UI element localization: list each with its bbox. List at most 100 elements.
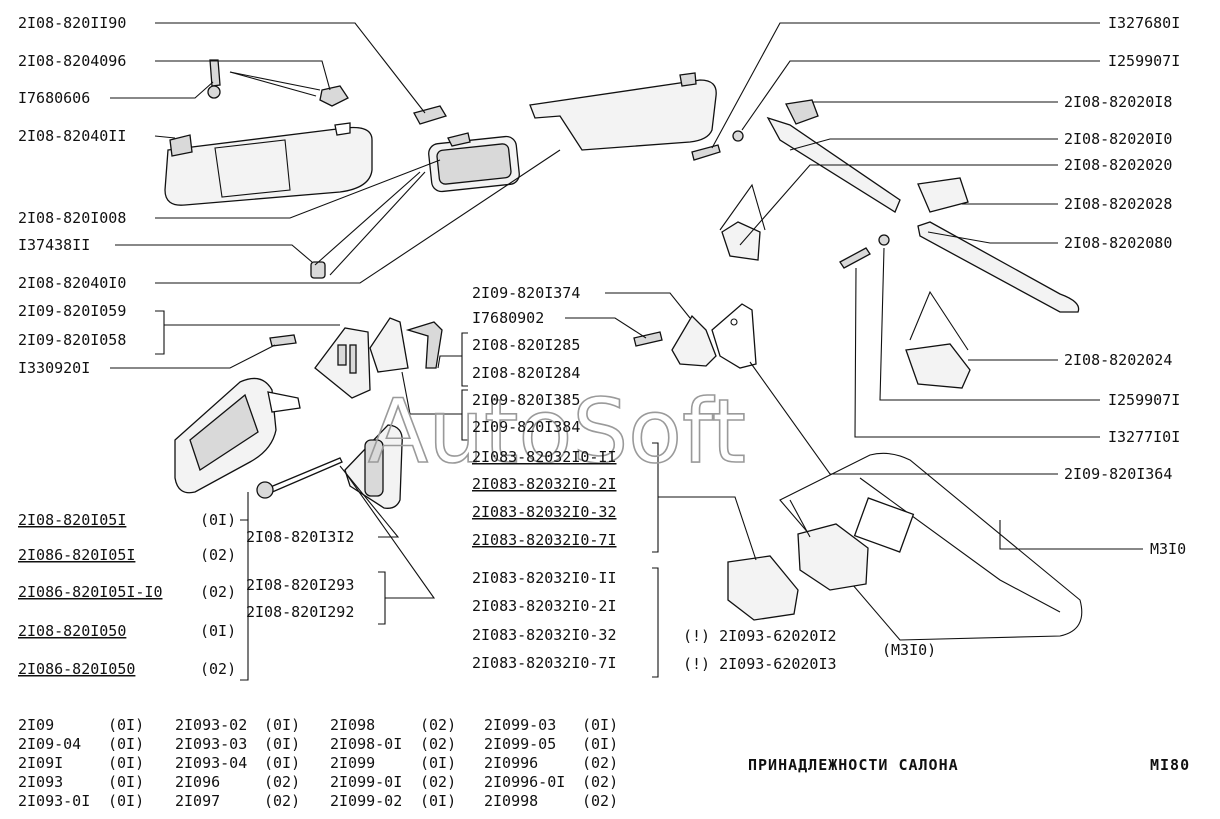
model-code: 2I099-05 [484, 735, 556, 753]
center-labels: 2I09-820I374 I7680902 2I08-820I285 2I08-… [246, 284, 580, 621]
mirror-variants: 2I08-820I05I (0I) 2I086-820I05I (02) 2I0… [18, 511, 236, 678]
handle-clip-left [721, 221, 761, 261]
handle-code: 2I083-82032I0-II [472, 569, 617, 587]
model-qty: (02) [582, 792, 618, 810]
model-code: 2I09 [18, 716, 54, 734]
label: 2I08-8202024 [1064, 351, 1172, 369]
model-qty: (0I) [582, 735, 618, 753]
sun-visor-right [529, 72, 717, 151]
interior-lamp-housing [797, 523, 869, 591]
model-code: 2I09I [18, 754, 63, 772]
adjust-rod [256, 457, 343, 499]
variant-qty: (0I) [200, 622, 236, 640]
mirror-screw [269, 334, 297, 347]
handle-code: 2I083-82032I0-32 [472, 626, 617, 644]
lamp-notes: (!) 2I093-62020I2 (!) 2I093-62020I3 (M3I… [683, 627, 936, 673]
roof-panel [779, 452, 1083, 641]
model-code: 2I093-03 [175, 735, 247, 753]
outer-mirror [174, 377, 301, 494]
handle-code: 2I083-82032I0-7I [472, 531, 617, 549]
model-code: 2I099-03 [484, 716, 556, 734]
mirror-adjust-lever [405, 321, 443, 369]
bolt-mid [839, 247, 871, 269]
applicability-table: 2I09 (0I) 2I09-04 (0I) 2I09I (0I) 2I093 … [18, 716, 618, 810]
model-code: 2I099-0I [330, 773, 402, 791]
cover-screw [633, 331, 663, 347]
model-qty: (02) [264, 773, 300, 791]
variant-code: 2I086-820I05I [18, 546, 135, 564]
variant-code: 2I08-820I050 [18, 622, 126, 640]
interior-lamp [727, 555, 799, 621]
label: M3I0 [1150, 540, 1186, 558]
model-qty: (02) [420, 773, 456, 791]
mirror-pin [310, 261, 326, 279]
label: 2I08-82020I0 [1064, 130, 1172, 148]
model-qty: (0I) [420, 792, 456, 810]
label: 2I08-8202028 [1064, 195, 1172, 213]
watermark: AutoSoft [368, 380, 746, 483]
left-labels: 2I08-820II90 2I08-8204096 I7680606 2I08-… [18, 14, 126, 377]
grab-handle-lower [917, 221, 1080, 313]
model-code: 2I0996 [484, 754, 538, 772]
page-code: MI80 [1150, 756, 1190, 774]
label: I7680902 [472, 309, 544, 327]
label: 2I08-8202080 [1064, 234, 1172, 252]
handle-cap-right [917, 177, 969, 213]
label: I37438II [18, 236, 90, 254]
handle-code: 2I083-82032I0-II [472, 448, 617, 466]
handle-code: 2I083-82032I0-2I [472, 597, 617, 615]
model-code: 2I099-02 [330, 792, 402, 810]
model-code: 2I093-04 [175, 754, 247, 772]
label: 2I08-82040I0 [18, 274, 126, 292]
label: 2I09-820I385 [472, 391, 580, 409]
label: 2I09-820I384 [472, 418, 580, 436]
visor-screw-left [207, 59, 221, 99]
handle-cover [344, 424, 403, 509]
label: I7680606 [18, 89, 90, 107]
washer-top [732, 130, 744, 142]
label: 2I08-8202020 [1064, 156, 1172, 174]
model-qty: (0I) [108, 716, 144, 734]
label: 2I09-820I059 [18, 302, 126, 320]
model-code: 2I098 [330, 716, 375, 734]
model-qty: (02) [420, 735, 456, 753]
label: 2I08-820I293 [246, 576, 354, 594]
leader-lines [110, 22, 1143, 681]
variant-code: 2I086-820I05I-I0 [18, 583, 163, 601]
label: 2I08-820I008 [18, 209, 126, 227]
model-qty: (02) [420, 716, 456, 734]
label: 2I09-820I364 [1064, 465, 1172, 483]
bolt-top [691, 144, 721, 161]
label: 2I08-82040II [18, 127, 126, 145]
model-code: 2I0996-0I [484, 773, 565, 791]
handle-cap-top [785, 99, 819, 125]
variant-code: 2I086-820I050 [18, 660, 135, 678]
model-qty: (0I) [420, 754, 456, 772]
model-qty: (0I) [264, 716, 300, 734]
label: 2I08-820I284 [472, 364, 580, 382]
variant-qty: (02) [200, 546, 236, 564]
label: I259907I [1108, 52, 1180, 70]
label: 2I08-82020I8 [1064, 93, 1172, 111]
model-code: 2I0998 [484, 792, 538, 810]
model-qty: (0I) [108, 754, 144, 772]
sun-visor-left [164, 122, 373, 206]
model-qty: (0I) [108, 773, 144, 791]
rearview-mirror [428, 132, 520, 193]
label: I259907I [1108, 391, 1180, 409]
model-code: 2I09-04 [18, 735, 81, 753]
label: 2I08-820II90 [18, 14, 126, 32]
handle-code: 2I083-82032I0-2I [472, 475, 617, 493]
model-qty: (0I) [264, 735, 300, 753]
lamp-note-suffix: (M3I0) [882, 641, 936, 659]
handle-code: 2I083-82032I0-7I [472, 654, 617, 672]
label: 2I08-8204096 [18, 52, 126, 70]
visor-clip-left [319, 85, 349, 107]
handle-code: 2I083-82032I0-32 [472, 503, 617, 521]
label: 2I09-820I058 [18, 331, 126, 349]
model-qty: (0I) [108, 792, 144, 810]
mirror-bracket [369, 317, 409, 373]
model-qty: (02) [582, 773, 618, 791]
variant-qty: (02) [200, 660, 236, 678]
